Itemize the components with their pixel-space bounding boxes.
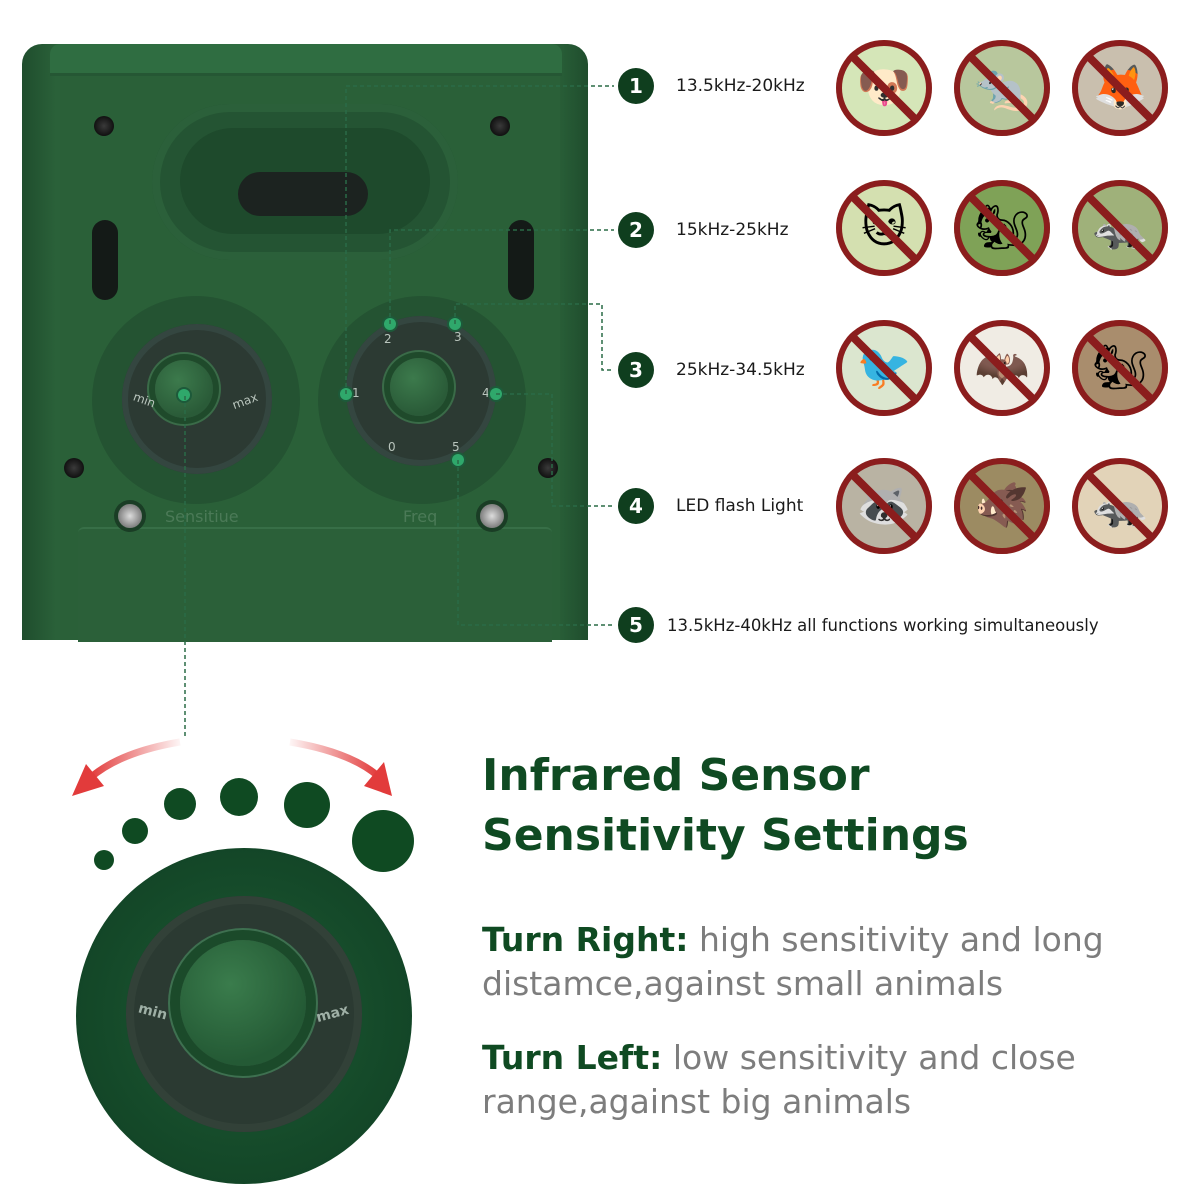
- screw-icon: [64, 458, 84, 478]
- freq-tick-0: 0: [388, 440, 396, 454]
- sensitivity-level-dot-6: [352, 810, 414, 872]
- rat-prohibited-icon: 🐀: [954, 40, 1050, 136]
- screw-icon: [490, 116, 510, 136]
- sensitivity-level-dot-4: [220, 778, 258, 816]
- arrow-right-icon: [289, 738, 381, 779]
- freq-tick-5: 5: [452, 440, 460, 454]
- arrow-right-head: [364, 762, 392, 796]
- sensitivity-level-dot-1: [94, 850, 114, 870]
- honey-badger-prohibited-icon: 🦡: [1072, 458, 1168, 554]
- headline-line-1: Infrared Sensor: [482, 750, 870, 801]
- screw-icon: [118, 504, 142, 528]
- fox-prohibited-icon: 🦊: [1072, 40, 1168, 136]
- turn-right-instruction: Turn Right: high sensitivity and long di…: [482, 918, 1187, 1006]
- callout-line-4: [496, 393, 614, 507]
- mode-badge-4: 4: [618, 488, 654, 524]
- headline: Infrared Sensor Sensitivity Settings: [482, 746, 1182, 866]
- callout-line-5: [457, 460, 614, 626]
- turn-left-lead: Turn Left:: [482, 1038, 663, 1077]
- turn-right-lead: Turn Right:: [482, 920, 689, 959]
- mode-badge-3: 3: [618, 352, 654, 388]
- sensitivity-level-dot-5: [284, 782, 330, 828]
- bird-prohibited-icon: 🐦: [836, 320, 932, 416]
- freq-tick-3: 3: [454, 330, 462, 344]
- freq-tick-2: 2: [384, 332, 392, 346]
- device-top-rim: [50, 44, 562, 76]
- sensitivity-level-dot-2: [122, 818, 148, 844]
- mount-slot-left: [92, 220, 118, 300]
- frequency-label: Freq: [403, 507, 438, 526]
- badger-prohibited-icon: 🦡: [1072, 180, 1168, 276]
- bat-prohibited-icon: 🦇: [954, 320, 1050, 416]
- mode-badge-1: 1: [618, 68, 654, 104]
- mode-badge-5: 5: [618, 607, 654, 643]
- squirrel-prohibited-icon: 🐿: [954, 180, 1050, 276]
- boar-prohibited-icon: 🐗: [954, 458, 1050, 554]
- turn-right-text: high sensitivity and long distamce,again…: [482, 920, 1104, 1003]
- mode-3-text: 25kHz-34.5kHz: [676, 360, 805, 380]
- screw-icon: [94, 116, 114, 136]
- screw-icon: [480, 504, 504, 528]
- callout-line-1: [345, 85, 614, 394]
- dog-prohibited-icon: 🐶: [836, 40, 932, 136]
- headline-line-2: Sensitivity Settings: [482, 810, 969, 861]
- sensitivity-label: Sensitiue: [165, 507, 239, 526]
- chipmunk-prohibited-icon: 🐿: [1072, 320, 1168, 416]
- arrow-left-head: [72, 764, 104, 796]
- mount-slot-right: [508, 220, 534, 300]
- large-sensitivity-knob[interactable]: [180, 940, 306, 1066]
- mode-5-text: 13.5kHz-40kHz all functions working simu…: [667, 616, 1099, 635]
- mode-4-text: LED flash Light: [676, 496, 804, 516]
- cat-prohibited-icon: 🐱: [836, 180, 932, 276]
- callout-line-2: [389, 229, 614, 324]
- callout-dot: [178, 389, 190, 401]
- turn-left-instruction: Turn Left: low sensitivity and close ran…: [482, 1036, 1187, 1124]
- freq-tick-4: 4: [482, 386, 490, 400]
- mode-2-text: 15kHz-25kHz: [676, 220, 789, 240]
- turn-left-text: low sensitivity and close range,against …: [482, 1038, 1076, 1121]
- screw-icon: [538, 458, 558, 478]
- frequency-knob[interactable]: [390, 358, 448, 416]
- mode-1-text: 13.5kHz-20kHz: [676, 76, 805, 96]
- raccoon-prohibited-icon: 🦝: [836, 458, 932, 554]
- freq-tick-1: 1: [352, 386, 360, 400]
- arrow-left-icon: [87, 738, 181, 781]
- sensitivity-level-dot-3: [164, 788, 196, 820]
- device-bottom-cover: [78, 527, 552, 642]
- mode-badge-2: 2: [618, 212, 654, 248]
